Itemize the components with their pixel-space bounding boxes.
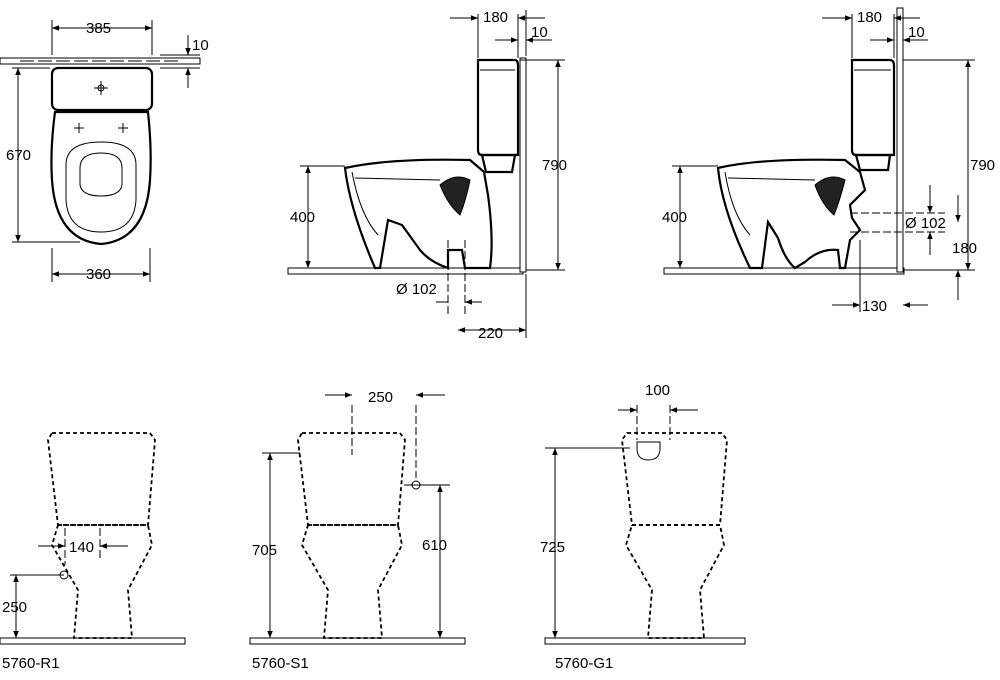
dim-side1-outlet-dist: 220 [478, 325, 503, 342]
dim-s1-offset: 250 [368, 389, 393, 406]
dim-side1-seat-height: 400 [290, 209, 315, 226]
label-s1: 5760-S1 [252, 655, 309, 672]
dim-side1-tank-depth: 180 [483, 9, 508, 26]
s1-bowl [301, 524, 403, 639]
g1-bowl [625, 524, 725, 639]
dim-side2-outlet-height: 180 [952, 240, 977, 257]
side2-tank [850, 58, 896, 157]
dim-top-offset: 10 [192, 37, 209, 54]
label-g1: 5760-G1 [555, 655, 613, 672]
side2-siphon [814, 176, 846, 216]
label-r1: 5760-R1 [2, 655, 60, 672]
side1-tank [476, 58, 520, 157]
dim-side2-tank-offset: 10 [908, 24, 925, 41]
s1-tank [297, 432, 406, 526]
front-view-s1: 250 705 610 5760-S1 [249, 389, 466, 672]
front-view-r1: 140 250 5760-R1 [0, 432, 186, 672]
side1-siphon [439, 176, 471, 216]
dim-s1-height: 705 [252, 542, 277, 559]
dim-top-width: 385 [86, 20, 111, 37]
bowl-outline [50, 110, 152, 246]
side2-bowl [716, 158, 867, 270]
r1-tank [47, 432, 156, 526]
dim-side2-outlet-dist: 130 [862, 298, 887, 315]
dim-side2-outlet-dia: Ø 102 [905, 215, 946, 232]
tank-outline [50, 66, 154, 112]
r1-bowl [51, 524, 153, 639]
front-view-g1: 100 725 5760-G1 [540, 382, 746, 672]
dim-g1-height: 725 [540, 539, 565, 556]
dim-g1-width: 100 [645, 382, 670, 399]
dim-side2-height: 790 [970, 157, 995, 174]
dim-side1-tank-offset: 10 [531, 24, 548, 41]
dim-top-depth: 670 [6, 147, 31, 164]
top-view: 385 10 670 360 [0, 20, 209, 283]
side1-bowl [343, 158, 493, 270]
g1-tank [621, 432, 728, 526]
side-view-wall-outlet: 180 10 790 400 Ø 102 180 130 [662, 7, 995, 315]
dim-side1-height: 790 [542, 157, 567, 174]
dim-r1-height: 250 [2, 599, 27, 616]
side-view-floor-outlet: 180 10 790 400 Ø 102 220 [287, 9, 567, 342]
dim-side2-seat-height: 400 [662, 209, 687, 226]
dim-s1-inlet-height: 610 [422, 537, 447, 554]
dim-side2-tank-depth: 180 [857, 9, 882, 26]
dim-side1-outlet-dia: Ø 102 [396, 281, 437, 298]
dim-r1-width: 140 [69, 539, 94, 556]
g1-inlet-icon [636, 441, 661, 461]
dim-bottom-width: 360 [86, 266, 111, 283]
